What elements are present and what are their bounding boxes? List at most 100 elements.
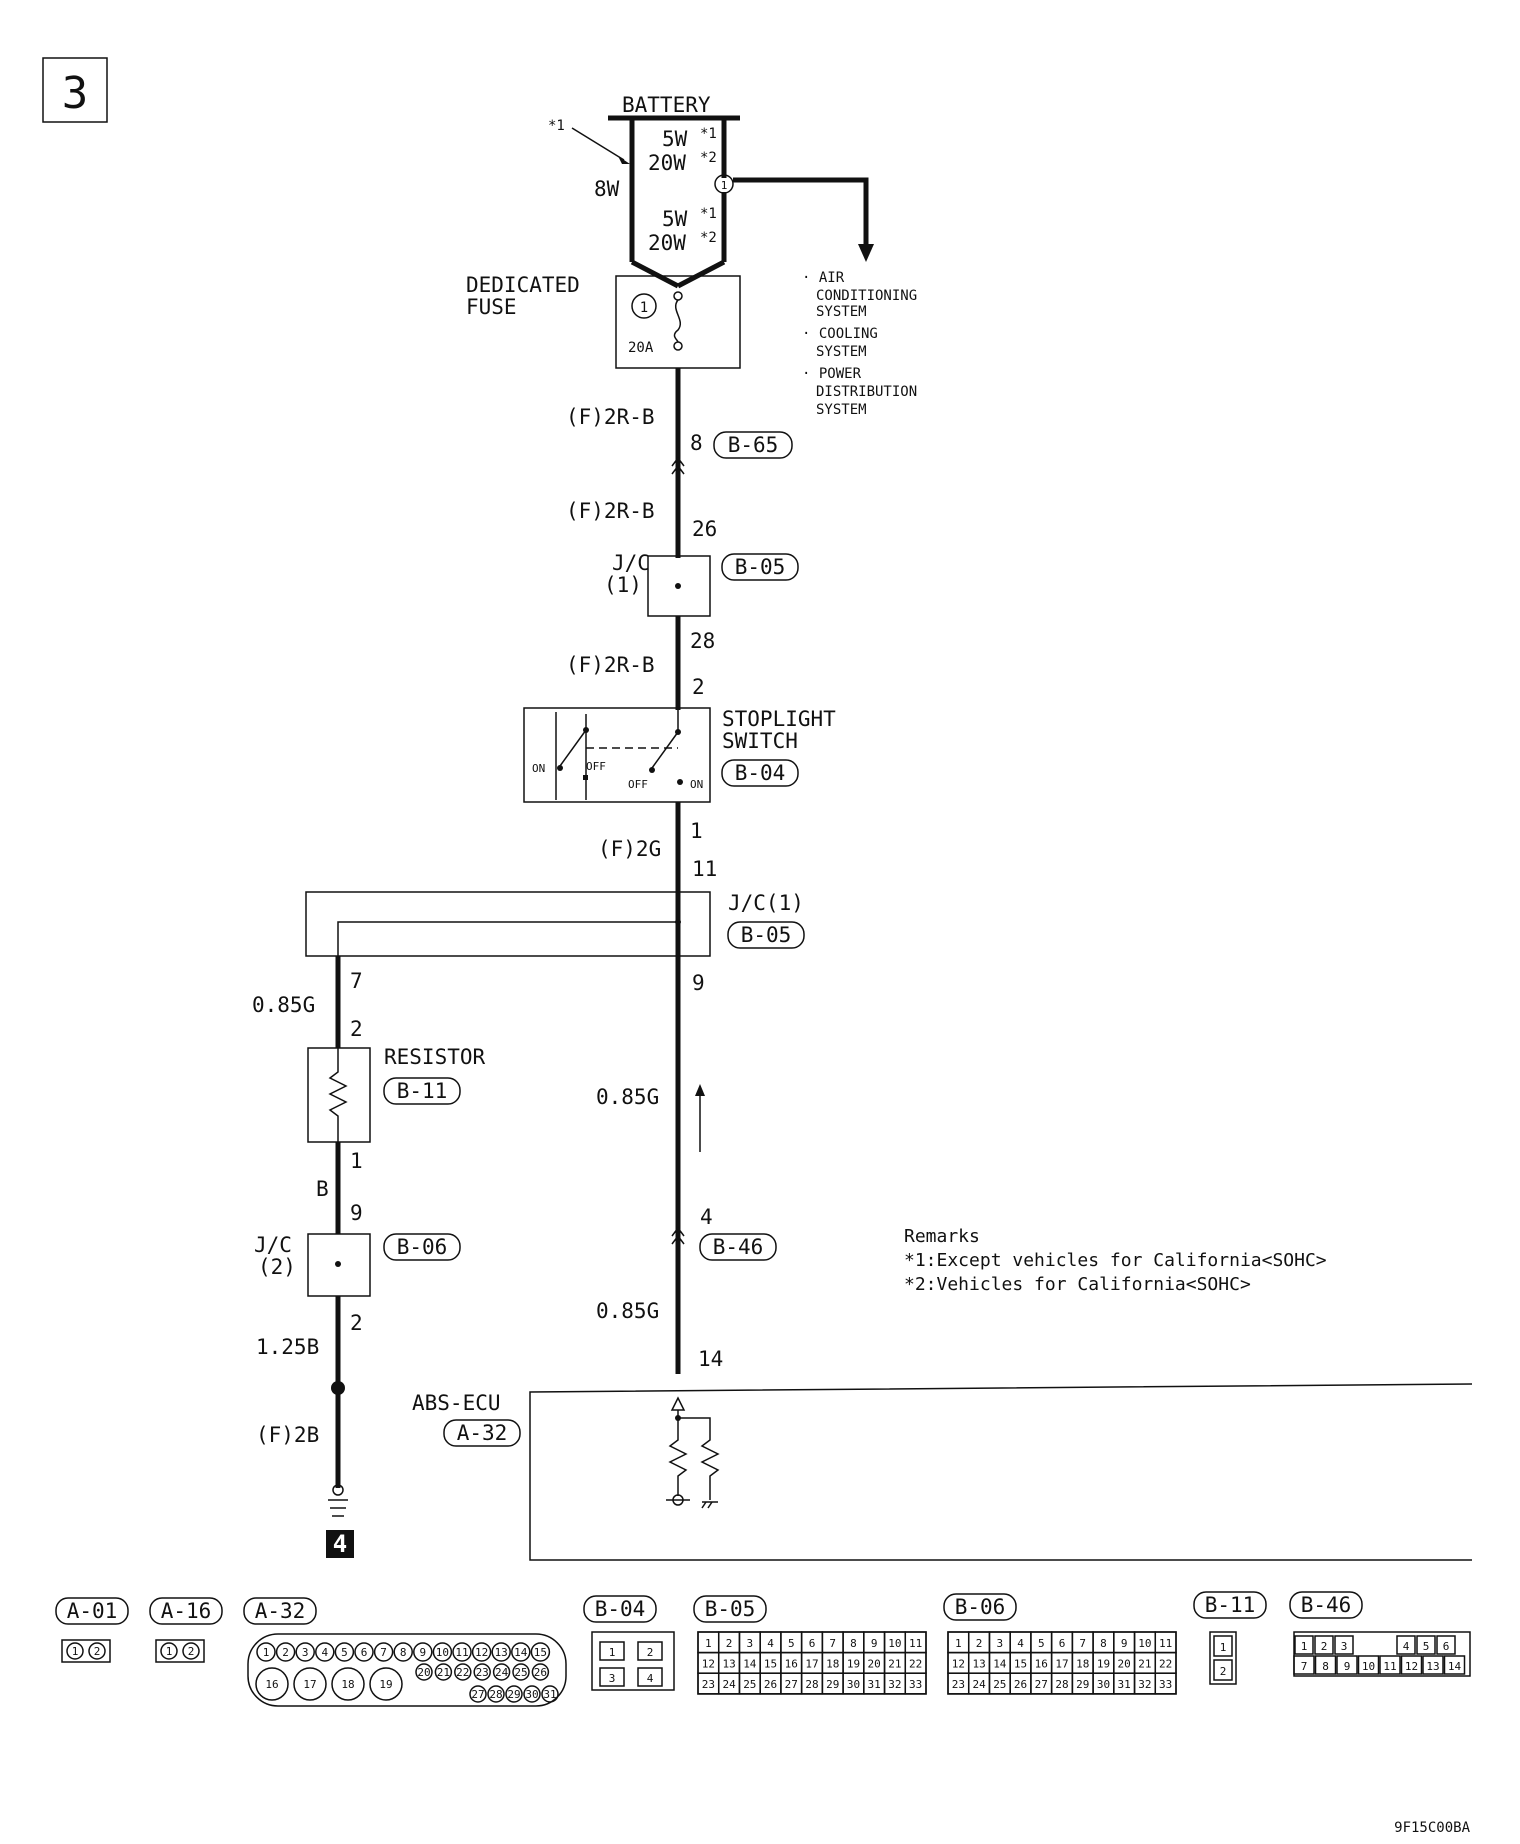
conn-a32-pin-label: 31 xyxy=(543,1688,556,1701)
conn-b46-pin xyxy=(1422,1655,1444,1675)
switch-off-left: OFF xyxy=(586,760,606,773)
conn-a32-pin xyxy=(511,1642,531,1662)
conn-b06-pin-label: 27 xyxy=(1035,1678,1048,1691)
conn-b04-pin xyxy=(599,1667,625,1687)
conn-b06-pin-label: 10 xyxy=(1138,1637,1151,1650)
conn-a32-large-pin xyxy=(331,1667,365,1701)
conn-b06-pin-label: 16 xyxy=(1035,1658,1048,1671)
conn-a32-pin-label: 12 xyxy=(475,1646,488,1659)
conn-b46-pin xyxy=(1314,1635,1334,1655)
conn-a16-face xyxy=(155,1639,205,1663)
ref-b46: B-46 xyxy=(713,1235,764,1259)
conn-b05-pin xyxy=(904,1672,927,1695)
battery-merge-left xyxy=(630,259,680,289)
conn-a32-pin-label: 24 xyxy=(495,1666,509,1679)
wire-label-8: (F)2B xyxy=(256,1423,319,1447)
conn-b06-pin-label: 9 xyxy=(1121,1637,1128,1650)
conn-a32-pin xyxy=(354,1642,374,1662)
fusible-top-20w: 20W xyxy=(648,151,686,175)
jc1-top-label-2: (1) xyxy=(604,573,642,597)
feed-arrow xyxy=(858,244,874,262)
conn-b46-pin xyxy=(1400,1655,1423,1675)
conn-b06-pin-label: 28 xyxy=(1055,1678,1068,1691)
ref-b04: B-04 xyxy=(735,761,786,785)
pin-14: 14 xyxy=(698,1347,723,1371)
conn-a32-pin-label: 13 xyxy=(495,1646,508,1659)
conn-a01-pin xyxy=(66,1642,84,1660)
conn-a01-pin-label: 1 xyxy=(72,1645,79,1658)
conn-a32-pin xyxy=(413,1642,433,1662)
conn-b05-pin-label: 19 xyxy=(847,1658,860,1671)
conn-b46-pin-label: 2 xyxy=(1321,1640,1328,1653)
conn-a32-pin-label: 1 xyxy=(263,1646,270,1659)
conn-b46-pin-label: 3 xyxy=(1341,1640,1348,1653)
conn-b11-pin xyxy=(1213,1659,1233,1681)
conn-b05-pin-label: 8 xyxy=(850,1637,857,1650)
ground-point xyxy=(332,1484,344,1496)
conn-b46-pin xyxy=(1294,1635,1314,1655)
conn-b05-pin-label: 27 xyxy=(785,1678,798,1691)
switch-left-off-contact xyxy=(583,775,588,780)
conn-a32-pin-label: 6 xyxy=(361,1646,368,1659)
conn-b46-name: B-46 xyxy=(1301,1593,1352,1617)
conn-b06-pin-label: 17 xyxy=(1055,1658,1068,1671)
jc1-mid-bus xyxy=(337,921,678,956)
conn-b05-pin-label: 32 xyxy=(888,1678,901,1691)
ecu-input-terminal xyxy=(670,1396,686,1411)
conn-a32-pin xyxy=(454,1663,472,1681)
conn-b11-name: B-11 xyxy=(1205,1593,1256,1617)
conn-b05-pin-label: 11 xyxy=(909,1637,922,1650)
conn-a16-pin-label: 1 xyxy=(166,1645,173,1658)
continues-number: 4 xyxy=(333,1530,347,1558)
conn-b46-pin-label: 6 xyxy=(1443,1640,1450,1653)
conn-a16-name: A-16 xyxy=(161,1599,212,1623)
conn-b06-pin-label: 22 xyxy=(1159,1658,1172,1671)
wire-label-10: 0.85G xyxy=(596,1299,659,1323)
battery-star-note: *1 xyxy=(548,118,565,134)
ref-b05a: B-05 xyxy=(735,555,786,579)
conn-b46-pin-label: 8 xyxy=(1322,1660,1329,1673)
conn-b04-pin xyxy=(599,1641,625,1661)
remarks-1: *1:Except vehicles for California<SOHC> xyxy=(904,1250,1327,1271)
conn-b05-pin-label: 22 xyxy=(909,1658,922,1671)
wire-8w-label: 8W xyxy=(594,177,620,201)
conn-b46-pin xyxy=(1436,1635,1456,1655)
ref-b65-frame xyxy=(713,431,793,459)
conn-b46-pin xyxy=(1443,1655,1466,1675)
conn-a32-pin-label: 3 xyxy=(302,1646,309,1659)
conn-b04-pin xyxy=(637,1641,663,1661)
conn-b11-pin xyxy=(1213,1635,1233,1657)
abs-ecu-label: ABS-ECU xyxy=(412,1391,501,1415)
connector-mark-b46 xyxy=(671,1226,685,1237)
jc1-mid-box xyxy=(305,891,711,957)
conn-b05-pin-label: 28 xyxy=(805,1678,818,1691)
conn-a16-pin-label: 2 xyxy=(188,1645,195,1658)
stoplight-switch-box xyxy=(523,707,711,803)
conn-a16-pin xyxy=(160,1642,178,1660)
page-number-box xyxy=(42,57,108,123)
jc2-label-2: (2) xyxy=(258,1255,296,1279)
wire-label-1: (F)2R-B xyxy=(566,405,655,429)
ecu-branch xyxy=(678,1417,711,1432)
conn-b06-pin-label: 25 xyxy=(993,1678,1006,1691)
pin-8: 8 xyxy=(690,431,703,455)
star-leader-line xyxy=(571,127,625,161)
ecu-resistor-1 xyxy=(668,1428,688,1496)
conn-b04-frame xyxy=(583,1595,657,1623)
pin-1b: 1 xyxy=(350,1149,363,1173)
wire-label-5: 0.85G xyxy=(252,993,315,1017)
fusible-bot-star2: *2 xyxy=(700,230,717,246)
conn-b46-pin xyxy=(1336,1655,1358,1675)
other-system-8: SYSTEM xyxy=(816,402,867,418)
feed-to-other-systems xyxy=(733,177,869,246)
conn-a32-pin xyxy=(471,1642,492,1662)
conn-b06-pin-label: 12 xyxy=(952,1658,965,1671)
resistor-box xyxy=(307,1047,371,1143)
other-system-4: · COOLING xyxy=(802,326,878,342)
conn-b06-pin-label: 20 xyxy=(1118,1658,1131,1671)
ecu-ground-2-h1 xyxy=(701,1501,707,1509)
conn-b46-pin xyxy=(1314,1655,1337,1675)
fusible-bot-5w: 5W xyxy=(662,207,688,231)
dedicated-fuse-label-2: FUSE xyxy=(466,295,517,319)
